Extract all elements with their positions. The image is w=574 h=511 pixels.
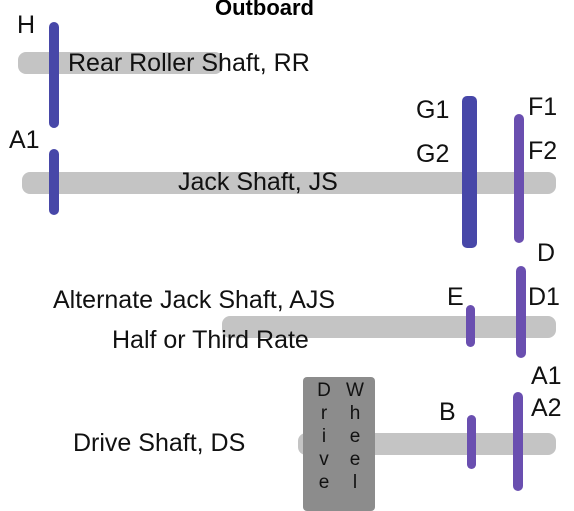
gear-b [467,415,476,469]
gear-e [466,305,475,347]
drive-wheel-drive-letter: e [318,472,330,493]
gear-g [462,96,477,248]
gear-label-a2: A2 [531,394,562,422]
gear-d [516,266,526,358]
gear-label-f2: F2 [528,137,558,165]
gear-a1-jack [49,149,59,215]
gear-f [514,114,524,243]
drive-wheel-drive-letter: i [321,426,327,447]
gear-h [49,22,59,128]
jack-shaft [22,172,556,194]
drive-wheel-wheel-letter: e [349,426,361,447]
gear-label-d1: D1 [528,283,560,311]
jack-shaft-label: Jack Shaft, JS [178,168,338,196]
gear-label-a1-drive: A1 [531,362,562,390]
drive-wheel-drive-letter: v [319,449,329,470]
drive-wheel-wheel-letter: e [349,449,361,470]
alternate-rate-label: Half or Third Rate [112,326,309,354]
drive-wheel-drive-letter: r [320,403,328,424]
gear-label-e: E [447,283,464,311]
gear-label-h: H [17,11,36,39]
rear-roller-shaft [18,52,223,74]
gear-label-g1: G1 [416,96,450,124]
gear-label-b: B [439,398,456,426]
drive-shaft-label: Drive Shaft, DS [73,429,246,457]
drive-wheel-wheel-letter: h [349,403,361,424]
gear-label-g2: G2 [416,140,450,168]
drive-wheel-wheel-letter: l [352,472,358,493]
gear-label-a1-jack: A1 [9,126,40,154]
rear-roller-shaft-label: Rear Roller Shaft, RR [68,49,310,77]
gear-a-drive [513,392,523,491]
gear-label-d: D [537,239,556,267]
diagram-title: Outboard [215,0,314,20]
alternate-jack-shaft-label: Alternate Jack Shaft, AJS [53,286,336,314]
drive-wheel-drive-letter: D [317,380,331,401]
gear-label-f1: F1 [528,93,558,121]
drive-wheel-wheel-letter: W [346,380,364,401]
